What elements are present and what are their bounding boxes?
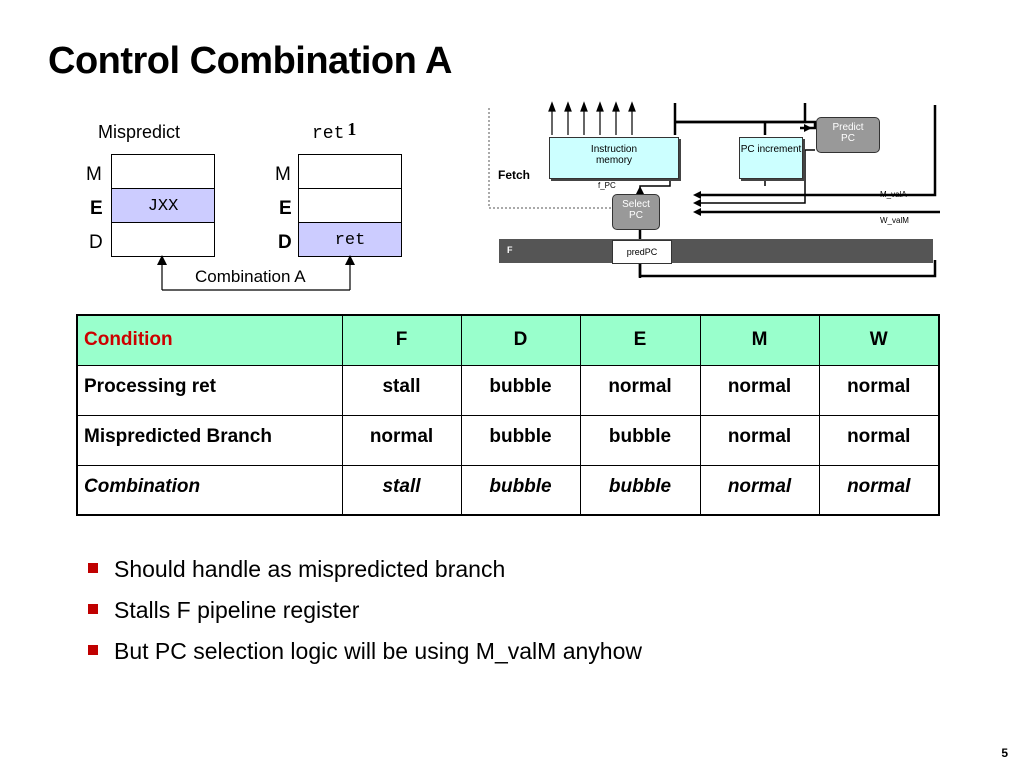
bullet-square-icon [88,604,98,614]
row-d: bubble [460,364,581,416]
predict-pc-label: Predict PC [832,122,864,144]
bullet-item: Stalls F pipeline register [88,593,642,634]
mispredict-e-cell: JXX [111,188,215,223]
slide-title: Control Combination A [48,40,452,82]
ret-stage-label-d: D [278,232,292,253]
row-w: normal [818,364,940,416]
row-m: normal [699,414,820,466]
pc-increment-box: PC increment [739,137,803,179]
f-pc-label: f_PC [598,181,616,190]
ret-stage-label-m: M [275,164,291,185]
combination-bracket [157,255,355,291]
bullet-item: Should handle as mispredicted branch [88,552,642,593]
fetch-wiring [488,101,940,278]
header-condition: Condition [76,314,343,366]
ret-m-cell [298,154,402,189]
select-pc-box: Select PC [612,194,660,230]
combination-a-label: Combination A [193,267,308,287]
row-m: normal [699,464,820,516]
row-w: normal [818,414,940,466]
bullet-text: Stalls F pipeline register [114,597,360,623]
bullet-text: But PC selection logic will be using M_v… [114,638,642,664]
header-f: F [341,314,462,366]
predict-pc-box: Predict PC [816,117,880,153]
bullet-text: Should handle as mispredicted branch [114,556,506,582]
row-w: normal [818,464,940,516]
stage-label-m: M [86,164,102,185]
bullet-square-icon [88,563,98,573]
ret-e-cell [298,188,402,223]
instruction-memory-label: Instruction memory [590,144,638,166]
w-valm-label: W_valM [880,216,909,225]
ret-cell-text: ret [334,231,366,250]
fetch-label: Fetch [498,168,531,182]
row-f: normal [341,414,462,466]
bullet-item: But PC selection logic will be using M_v… [88,634,642,675]
page-number: 5 [1001,746,1008,760]
mispredict-label: Mispredict [98,122,181,142]
pc-increment-label: PC increment [740,144,802,155]
stage-label-d: D [89,232,103,253]
table-row: Combination stall bubble bubble normal n… [76,464,940,516]
row-d: bubble [460,464,581,516]
predpc-box: predPC [612,240,672,264]
f-register-label: F [507,245,513,255]
row-condition: Processing ret [76,364,343,416]
table-row: Processing ret stall bubble normal norma… [76,364,940,416]
row-condition: Mispredicted Branch [76,414,343,466]
mispredict-d-cell [111,222,215,257]
header-e: E [579,314,701,366]
jxx-text: JXX [147,197,179,216]
row-d: bubble [460,414,581,466]
predpc-label: predPC [626,247,658,257]
row-m: normal [699,364,820,416]
row-e: bubble [579,414,701,466]
ret-label-text: ret [312,124,345,144]
bullet-list: Should handle as mispredicted branch Sta… [88,552,642,675]
ret-superscript: 1 [347,119,357,139]
header-d: D [460,314,581,366]
ret-stage-label-e: E [279,198,292,219]
row-e: bubble [579,464,701,516]
stage-label-e: E [90,198,103,219]
header-m: M [699,314,820,366]
header-w: W [818,314,940,366]
bullet-square-icon [88,645,98,655]
table-header-row: Condition F D E M W [76,314,940,366]
row-e: normal [579,364,701,416]
mispredict-m-cell [111,154,215,189]
row-f: stall [341,464,462,516]
pipeline-control-table: Condition F D E M W Processing ret stall… [76,314,940,516]
row-f: stall [341,364,462,416]
select-pc-label: Select PC [622,199,650,221]
table-row: Mispredicted Branch normal bubble bubble… [76,414,940,466]
instruction-memory-box: Instruction memory [549,137,679,179]
row-condition: Combination [76,464,343,516]
m-vala-label: M_valA [880,190,907,199]
